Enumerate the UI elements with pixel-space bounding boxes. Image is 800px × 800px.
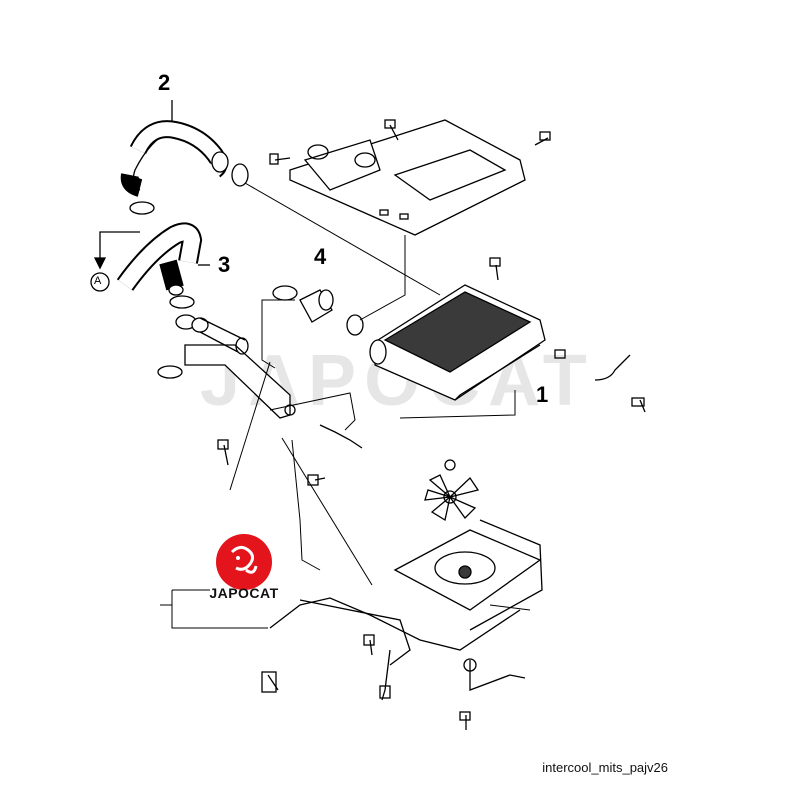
clamp-upper — [129, 163, 249, 215]
leader-lines — [160, 182, 531, 629]
pipe-assembly — [184, 317, 296, 419]
clamp-mid — [157, 295, 197, 379]
air-duct-cover — [289, 119, 526, 236]
bolts — [217, 119, 646, 730]
cooling-fan — [424, 459, 480, 522]
hose-2 — [120, 100, 229, 197]
callout-3: 3 — [218, 252, 231, 277]
intercooler-core — [369, 284, 546, 401]
coupling-4 — [272, 285, 364, 336]
hose-3 — [116, 222, 210, 296]
logo-emblem — [216, 534, 272, 590]
fan-shroud — [299, 519, 543, 666]
callout-4: 4 — [314, 244, 327, 269]
callout-1: 1 — [536, 382, 549, 407]
reference-circle-a — [90, 272, 110, 292]
callout-2: 2 — [158, 70, 171, 95]
wiring-harness — [261, 597, 526, 701]
diagram-caption: intercool_mits_pajv26 — [542, 760, 668, 775]
japocat-logo: JAPOCAT — [196, 532, 292, 612]
logo-text: JAPOCAT — [209, 585, 279, 601]
reference-marker-a: A — [94, 275, 102, 287]
